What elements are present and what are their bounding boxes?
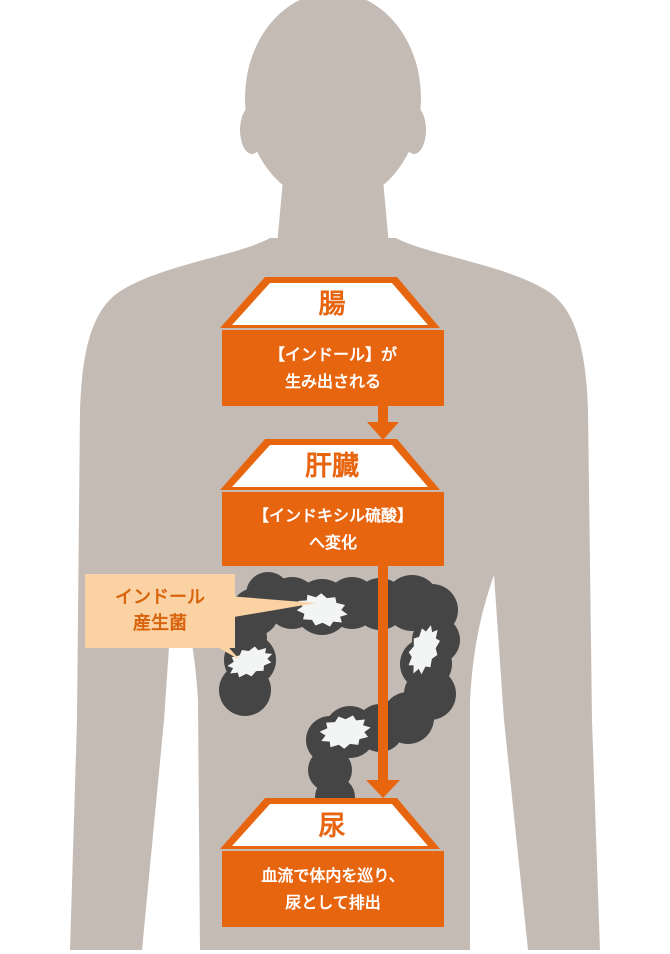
callout-text-line2: 産生菌 [133,613,187,634]
stage-text-liver-line1: 【インドキシル硫酸】 [252,506,413,525]
stage-title-liver: 肝臓 [305,451,359,482]
stage-box-urine [220,798,444,927]
arrow-down-icon [366,565,400,798]
stage-title-intestine: 腸 [318,289,346,320]
bacteria-icon [227,646,273,678]
stage-text-intestine-line2: 生み出される [284,372,381,391]
bacteria-icon [408,625,440,675]
stage-text-urine-line1: 血流で体内を巡り、 [261,866,405,885]
stage-box-liver [220,439,444,566]
bacteria-icon [319,715,371,749]
flow-arrows [366,405,400,798]
stage-box-intestine [220,277,444,406]
stage-boxes [220,277,444,927]
stage-title-urine: 尿 [318,811,346,842]
callout-indole-bacteria [85,574,316,660]
callout-text-line1: インドール [115,587,205,608]
arrow-down-icon [367,405,399,440]
bacteria-icon [296,593,348,627]
bacteria-group [227,593,440,749]
stage-text-intestine-line1: 【インドール】が [268,345,397,364]
stage-text-liver-line2: へ変化 [308,533,357,552]
stage-text-urine-line2: 尿として排出 [285,893,381,912]
